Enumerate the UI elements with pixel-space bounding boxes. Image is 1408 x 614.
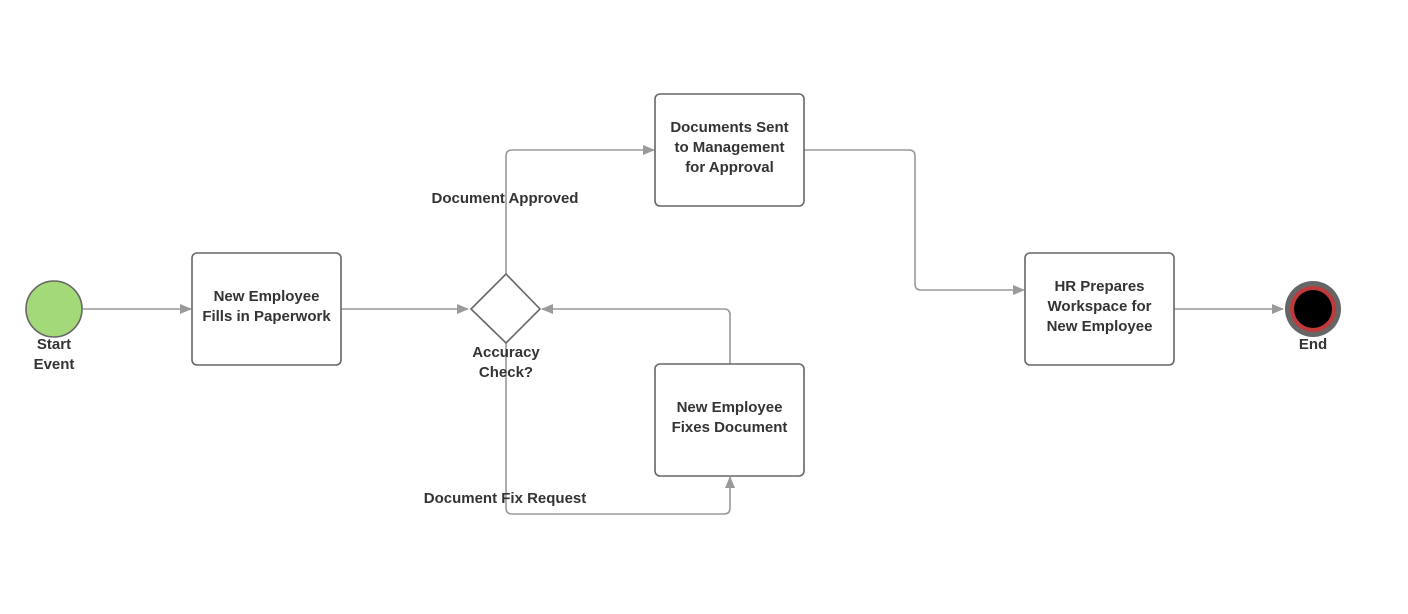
edge-fix-to-gateway <box>541 304 731 364</box>
task-fills-paperwork: New Employee Fills in Paperwork <box>191 252 342 366</box>
edge-label-document-approved: Document Approved <box>432 190 579 207</box>
edge-gateway-to-fix <box>505 343 735 515</box>
task-fills-paperwork-line-2: Fills in Paperwork <box>202 308 331 325</box>
task-hr-prepares: HR Prepares Workspace for New Employee <box>1024 252 1175 366</box>
start-event-circle <box>25 280 83 338</box>
start-event-label-2: Event <box>34 356 75 373</box>
task-fixes-document: New Employee Fixes Document <box>654 363 805 477</box>
gateway-label-2: Check? <box>479 364 533 381</box>
end-event: End <box>1285 281 1341 353</box>
task-fixes-document-box <box>654 363 805 477</box>
gateway-diamond <box>469 272 542 345</box>
task-hr-prepares-line-2: Workspace for <box>1048 298 1152 315</box>
task-sent-management-box <box>654 93 805 207</box>
end-event-core <box>1294 290 1332 328</box>
task-fills-paperwork-line-1: New Employee <box>214 288 320 305</box>
edge-gateway-to-management <box>505 145 655 274</box>
start-event: Start Event <box>25 280 83 373</box>
task-fills-paperwork-box <box>191 252 342 366</box>
task-sent-management-line-1: Documents Sent <box>670 119 788 136</box>
task-fixes-document-line-2: Fixes Document <box>672 419 788 436</box>
edge-label-document-fix-request: Document Fix Request <box>424 490 587 507</box>
task-hr-prepares-box <box>1024 252 1175 366</box>
task-sent-management-line-3: for Approval <box>685 159 774 176</box>
task-fixes-document-line-1: New Employee <box>677 399 783 416</box>
start-event-label-1: Start <box>37 336 71 353</box>
edge-management-to-hr <box>804 149 1025 295</box>
accuracy-check-gateway: Accuracy Check? <box>469 272 542 381</box>
task-sent-management-line-2: to Management <box>674 139 784 156</box>
end-event-label: End <box>1299 336 1327 353</box>
task-sent-management: Documents Sent to Management for Approva… <box>654 93 805 207</box>
task-hr-prepares-line-1: HR Prepares <box>1054 278 1144 295</box>
task-hr-prepares-line-3: New Employee <box>1047 318 1153 335</box>
gateway-label-1: Accuracy <box>472 344 540 361</box>
